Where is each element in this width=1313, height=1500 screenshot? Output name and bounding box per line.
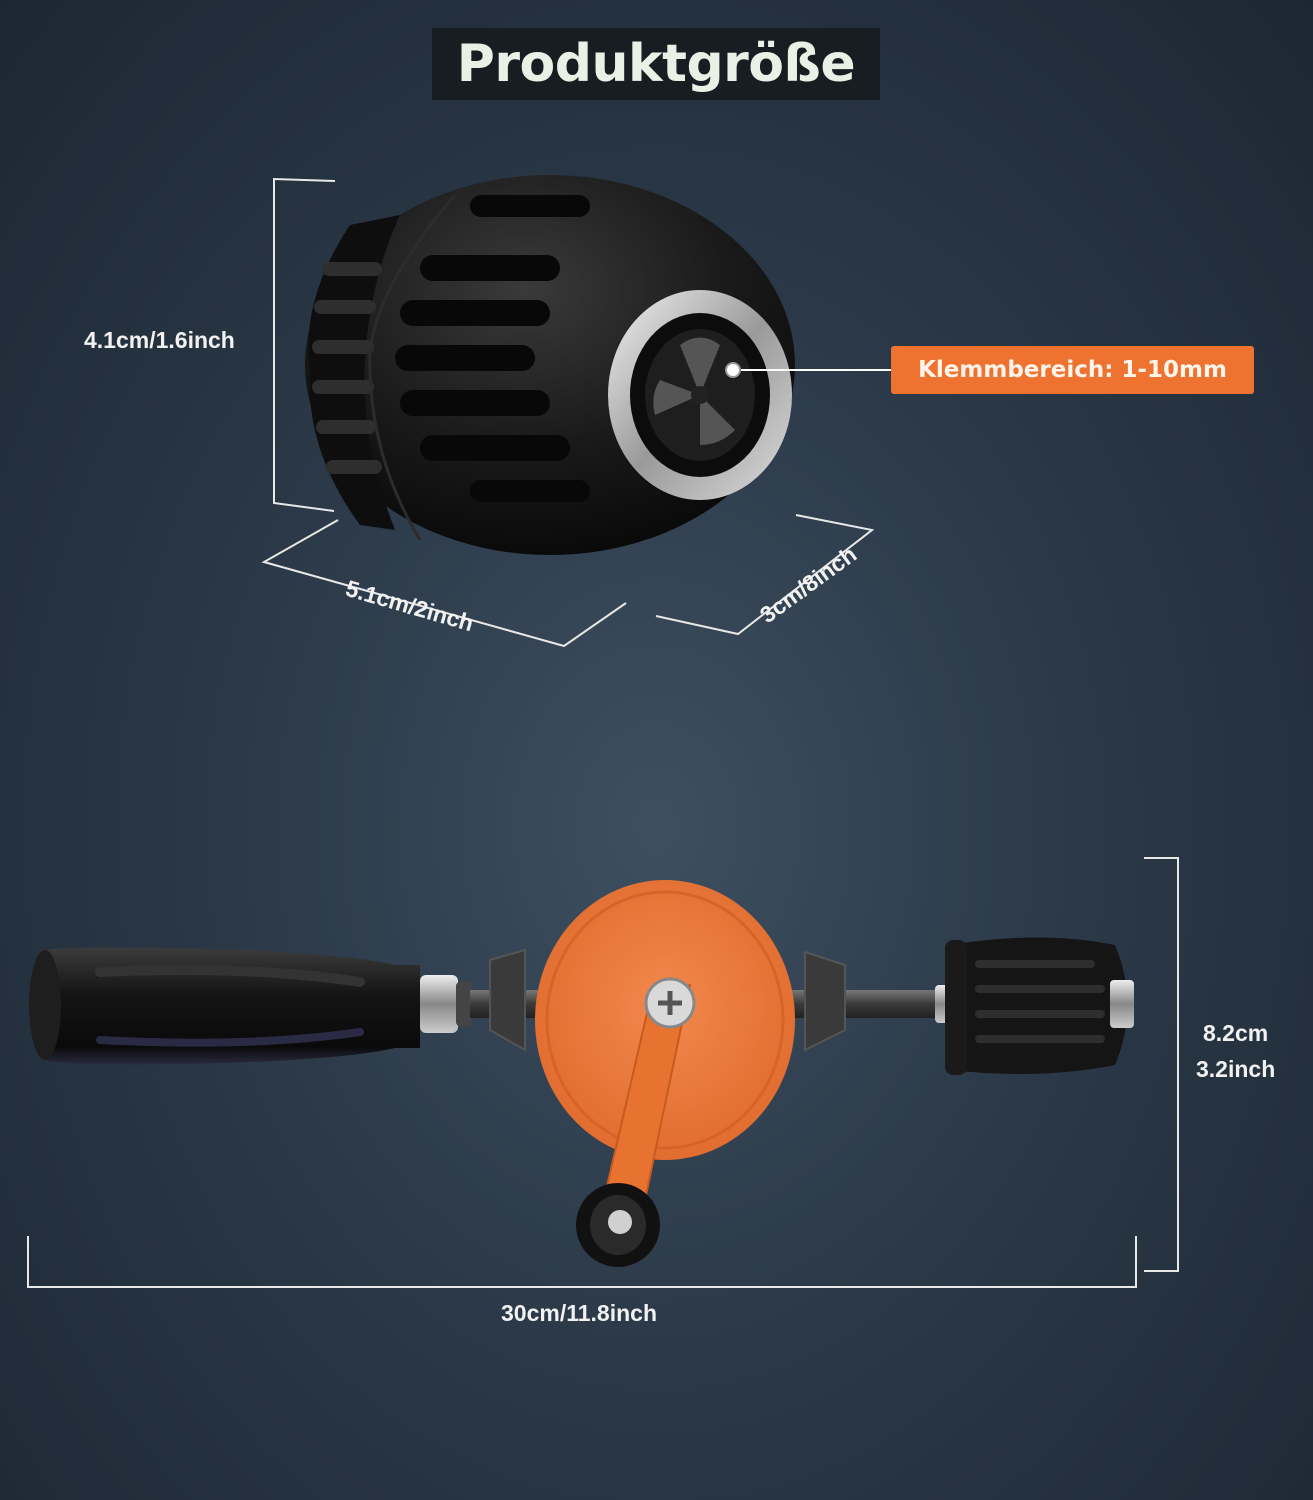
clamp-range-callout: Klemmbereich: 1-10mm (891, 346, 1254, 394)
chuck-height-label: 4.1cm/1.6inch (84, 327, 235, 353)
drill-length-bracket (27, 1236, 1137, 1288)
chuck-height-bracket (273, 177, 336, 512)
chuck-width-bracket (261, 519, 627, 648)
drill-length-label: 30cm/11.8inch (501, 1300, 657, 1326)
chuck-depth-bracket (655, 514, 875, 636)
hand-drill (29, 880, 1134, 1267)
clamp-range-text: Klemmbereich: 1-10mm (918, 357, 1227, 383)
title-banner: Produktgröße (432, 28, 880, 100)
drill-height-label-line1: 8.2cm (1203, 1020, 1269, 1046)
keyless-chuck (305, 175, 891, 555)
page-title: Produktgröße (456, 34, 856, 94)
drill-height-bracket (1144, 857, 1179, 1272)
drill-height-label-line2: 3.2inch (1196, 1056, 1276, 1082)
